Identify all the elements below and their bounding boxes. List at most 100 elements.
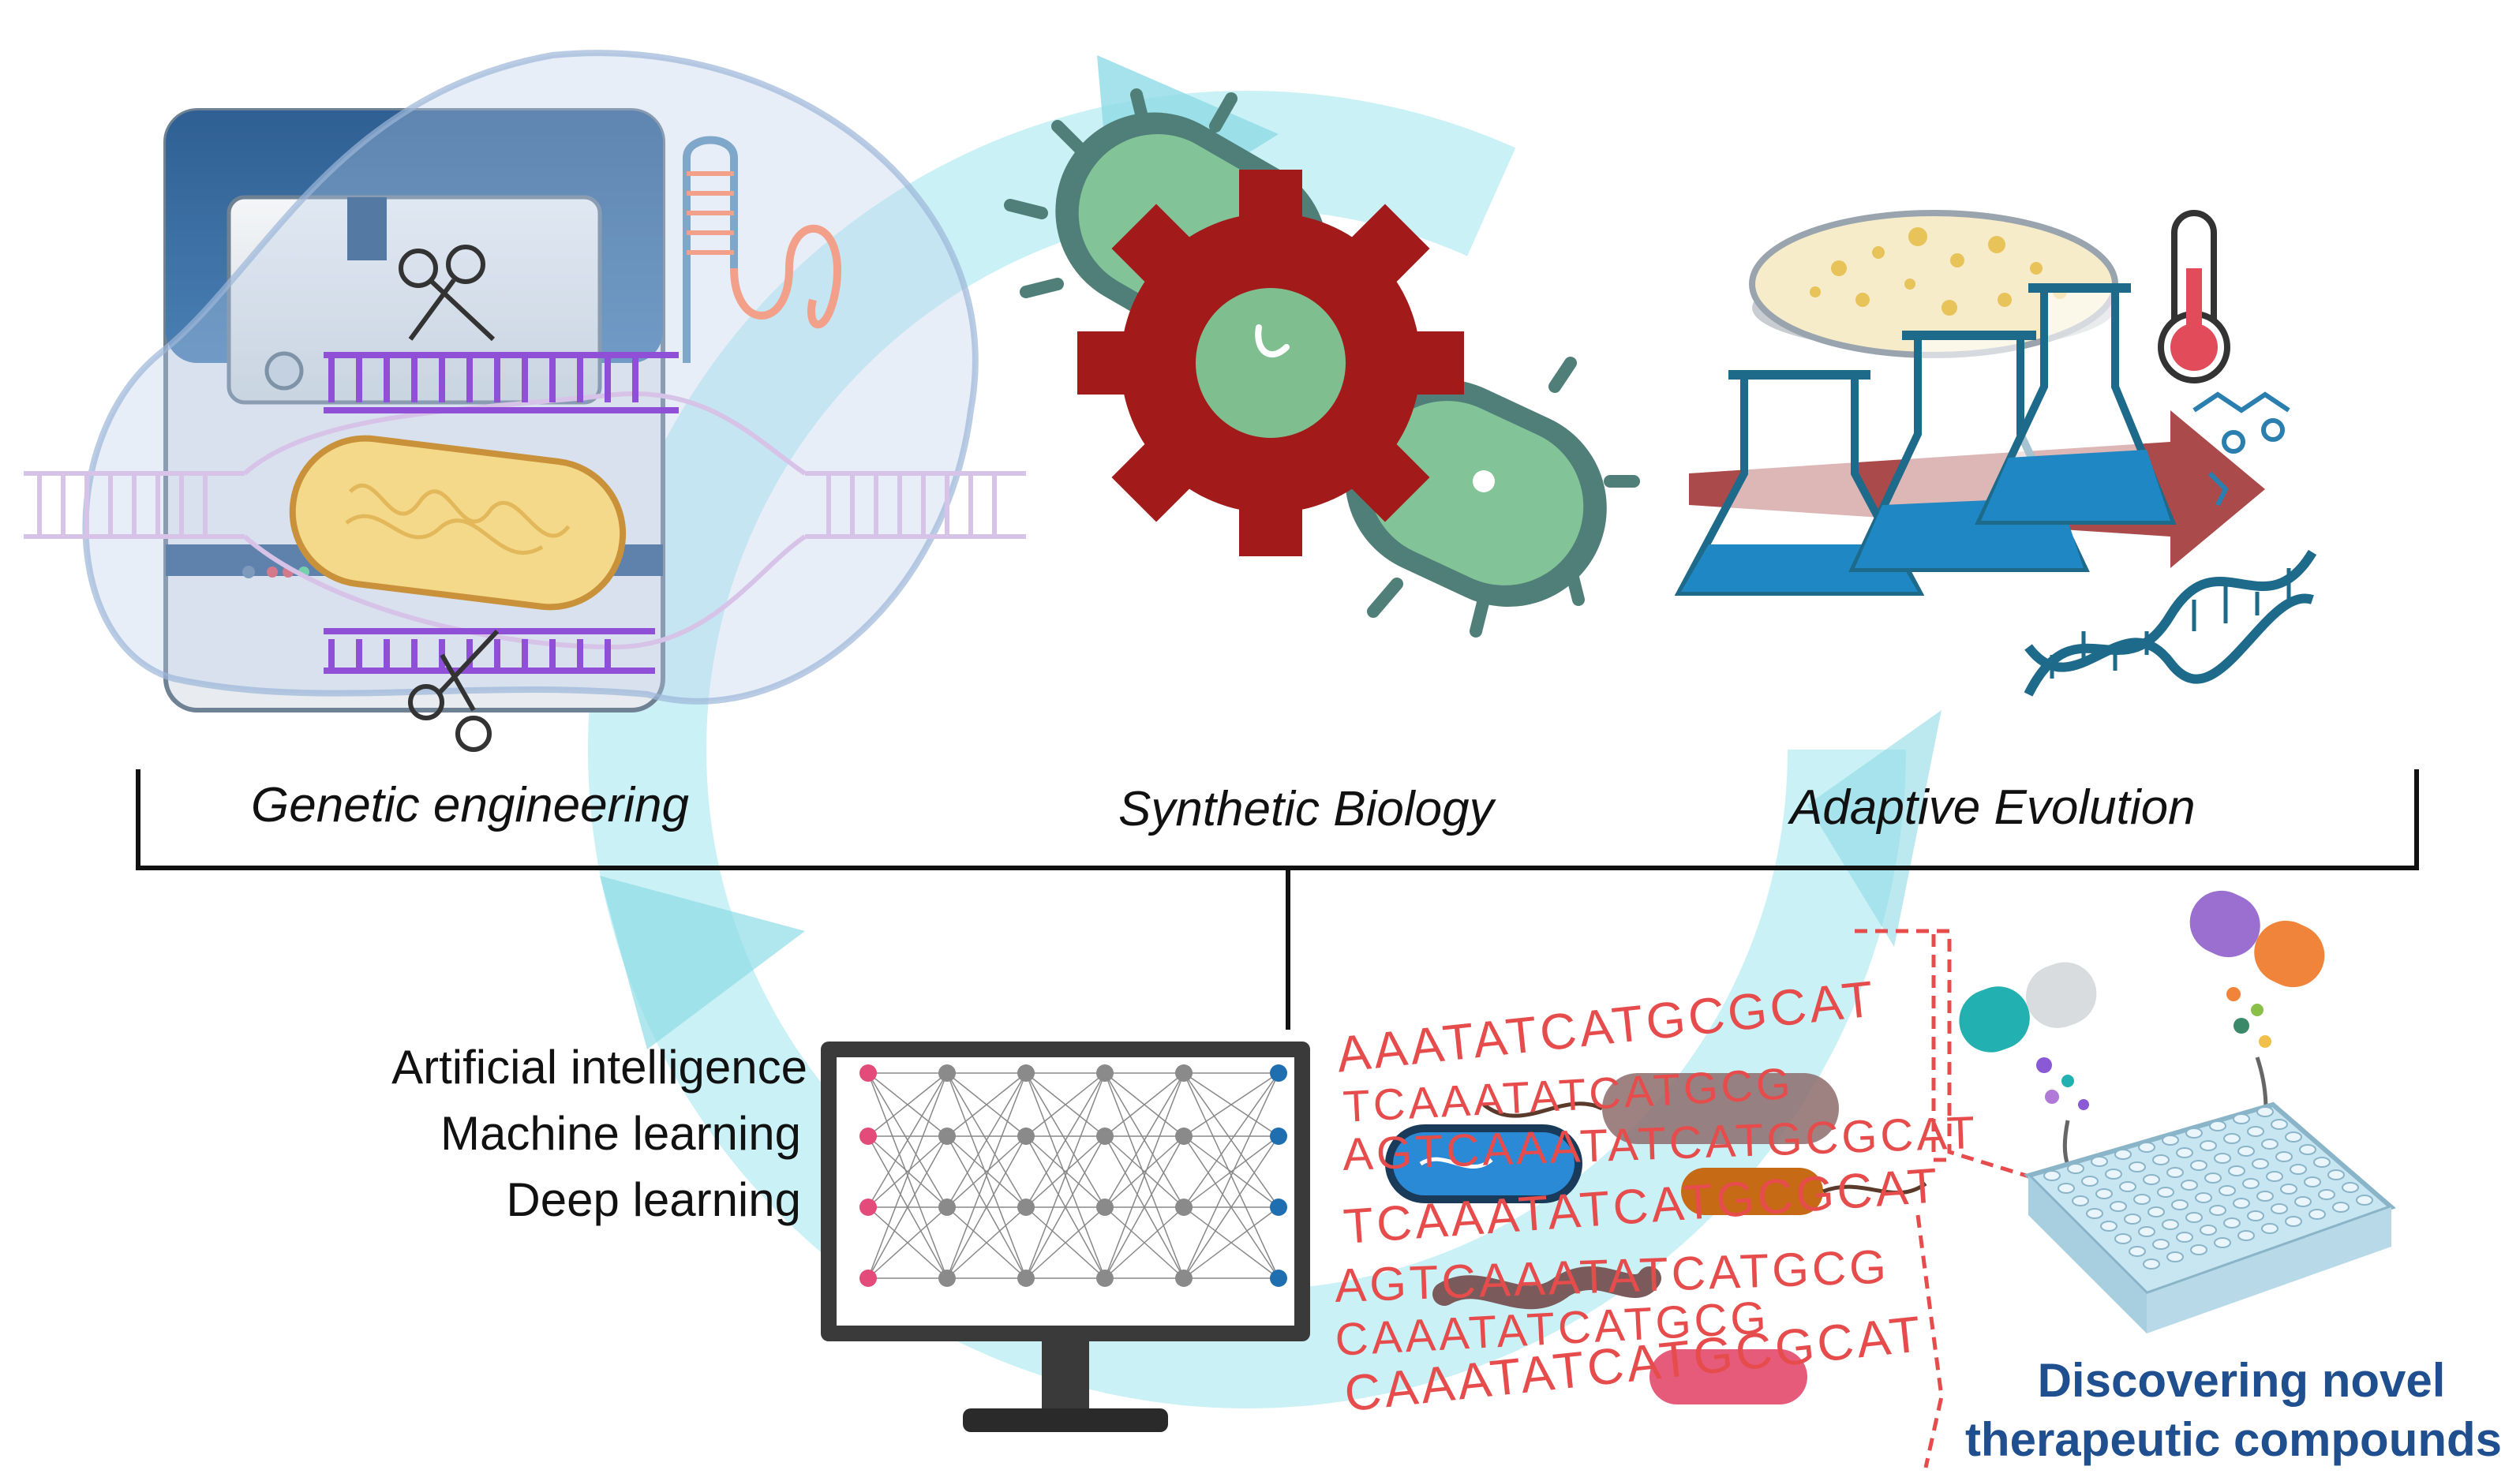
well xyxy=(2247,1210,2264,1221)
nn-edge xyxy=(1183,1135,1279,1208)
label-artificial-intelligence: Artificial intelligence xyxy=(391,1041,807,1094)
hairpin-rna-icon xyxy=(683,136,841,363)
nn-edge xyxy=(1104,1072,1185,1137)
well xyxy=(2237,1146,2255,1157)
well xyxy=(2147,1206,2165,1217)
well xyxy=(2129,1161,2146,1172)
well xyxy=(2299,1144,2316,1155)
nn-edge xyxy=(1104,1135,1185,1279)
nn-edge xyxy=(867,1135,948,1208)
label-adaptive-evolution: Adaptive Evolution xyxy=(1790,780,2196,835)
genetic-engineering-illustration xyxy=(24,50,1026,752)
well xyxy=(2271,1119,2288,1130)
well xyxy=(2129,1246,2146,1257)
nn-node xyxy=(859,1199,877,1216)
dna-ladder-left xyxy=(37,473,208,537)
bacterium-icon xyxy=(289,435,627,611)
monitor-base xyxy=(963,1408,1168,1432)
well xyxy=(2261,1223,2278,1234)
well xyxy=(2162,1135,2179,1146)
well xyxy=(2166,1251,2184,1262)
dna-helix-icon xyxy=(2024,549,2317,697)
well xyxy=(2242,1178,2260,1189)
well xyxy=(2100,1221,2117,1232)
well xyxy=(2105,1169,2122,1180)
scissors-icon-top xyxy=(399,245,496,342)
well xyxy=(2252,1158,2269,1169)
flask-icon-3 xyxy=(1975,283,2177,525)
well xyxy=(2138,1226,2155,1237)
label-genetic-engineering: Genetic engineering xyxy=(251,778,689,832)
nn-edge xyxy=(1025,1135,1106,1279)
callout-connector xyxy=(1855,929,2053,1186)
nn-node xyxy=(1270,1064,1287,1082)
nn-edge xyxy=(1025,1206,1106,1279)
well xyxy=(2143,1258,2160,1270)
dna-ladder-right xyxy=(826,473,997,537)
well xyxy=(2166,1167,2184,1178)
hairpin-rungs xyxy=(687,171,734,255)
well xyxy=(2143,1174,2160,1185)
nn-edge xyxy=(1183,1072,1279,1208)
well xyxy=(2043,1170,2061,1181)
well xyxy=(2185,1212,2203,1223)
well xyxy=(2214,1153,2231,1164)
well xyxy=(2228,1165,2245,1176)
well xyxy=(2285,1131,2302,1143)
well xyxy=(2067,1163,2084,1174)
well xyxy=(2190,1244,2207,1255)
nn-edge xyxy=(867,1206,948,1279)
nn-node xyxy=(1175,1128,1193,1145)
well xyxy=(2086,1208,2103,1219)
well xyxy=(2308,1209,2326,1220)
well xyxy=(2200,1140,2217,1151)
well xyxy=(2290,1164,2307,1175)
callout-connector-lower xyxy=(1915,1214,1944,1468)
well xyxy=(2219,1185,2236,1196)
nn-edge xyxy=(867,1072,948,1208)
nn-edge xyxy=(946,1206,1027,1279)
well xyxy=(2091,1156,2108,1167)
dna-helix-rungs xyxy=(2050,568,2291,679)
bracket xyxy=(136,769,2419,1030)
nn-node xyxy=(938,1199,956,1216)
well xyxy=(2138,1142,2155,1153)
nn-edge xyxy=(1104,1072,1185,1279)
nn-node xyxy=(859,1064,877,1082)
computer-monitor xyxy=(821,1042,1310,1432)
well xyxy=(2152,1154,2170,1165)
neural-network-edges xyxy=(867,1072,1279,1279)
bacterium-icon-orange xyxy=(1681,1168,1823,1215)
guide-rna-top xyxy=(324,352,679,413)
well xyxy=(2313,1157,2331,1168)
nn-edge xyxy=(867,1072,948,1279)
nn-node xyxy=(1096,1199,1114,1216)
monitor-stand xyxy=(1042,1341,1089,1412)
well xyxy=(2223,1217,2241,1229)
well xyxy=(2214,1237,2231,1248)
well xyxy=(2271,1203,2288,1214)
nn-edge xyxy=(1025,1072,1106,1279)
well xyxy=(2157,1187,2174,1198)
well xyxy=(2195,1192,2212,1203)
well xyxy=(2081,1176,2099,1187)
spirillum-icon xyxy=(1432,1266,1661,1310)
well xyxy=(2110,1201,2127,1212)
nn-node xyxy=(1270,1199,1287,1216)
label-discovering-line2: therapeutic compounds xyxy=(1964,1413,2503,1466)
well-plate-icon xyxy=(2024,1101,2396,1333)
well xyxy=(2162,1219,2179,1230)
nn-edge xyxy=(1025,1072,1106,1208)
synthetic-biology-illustration xyxy=(1004,88,1640,638)
well xyxy=(2204,1172,2222,1184)
well xyxy=(2332,1202,2350,1213)
well xyxy=(2095,1188,2113,1199)
well xyxy=(2072,1195,2089,1206)
nn-node xyxy=(1270,1270,1287,1287)
nn-edge xyxy=(1183,1072,1279,1137)
nn-edge xyxy=(946,1072,1027,1279)
well xyxy=(2152,1239,2170,1250)
nn-node xyxy=(938,1064,956,1082)
nn-node xyxy=(1175,1064,1193,1082)
well xyxy=(2200,1225,2217,1236)
